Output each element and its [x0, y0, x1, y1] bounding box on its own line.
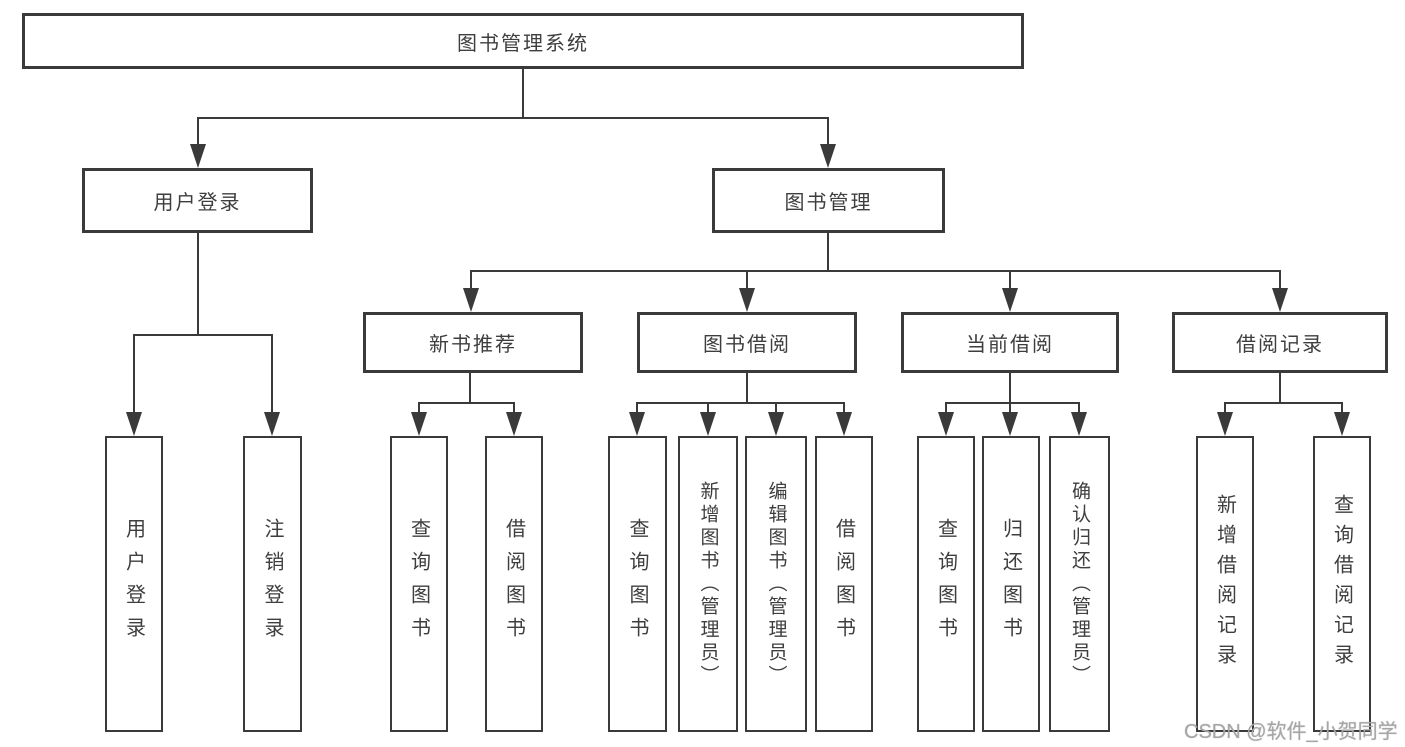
- connector-line: [197, 117, 829, 119]
- leaf-records-query-borrow-record: 查询借阅记录: [1313, 436, 1371, 732]
- connector-line: [636, 402, 844, 404]
- node-library-management-system: 图书管理系统: [22, 13, 1024, 69]
- leaf-borrowing-query-books: 查询图书: [608, 436, 667, 732]
- leaf-borrowing-borrow-books: 借阅图书: [815, 436, 873, 732]
- arrowhead-down-icon: [700, 412, 716, 436]
- node-new-book-recommend: 新书推荐: [363, 312, 583, 373]
- arrowhead-down-icon: [1217, 412, 1233, 436]
- node-library-management-system-label: 图书管理系统: [457, 32, 589, 55]
- connector-line: [470, 270, 1281, 272]
- leaf-newbook-borrow-books: 借阅图书: [485, 436, 543, 732]
- connector-line: [1009, 373, 1011, 404]
- leaf-borrowing-edit-book-admin: 编辑图书（管理员）: [745, 436, 807, 732]
- connector-line: [197, 117, 199, 146]
- arrowhead-down-icon: [1002, 288, 1018, 312]
- connector-line: [470, 270, 472, 290]
- arrowhead-down-icon: [820, 144, 836, 168]
- arrowhead-down-icon: [463, 288, 479, 312]
- connector-line: [271, 334, 273, 414]
- leaf-borrowing-query-books-label: 查询图书: [626, 518, 648, 650]
- leaf-current-confirm-return-admin-label: 确认归还（管理员）: [1069, 480, 1090, 688]
- connector-line: [418, 402, 515, 404]
- node-user-login-label: 用户登录: [153, 192, 242, 214]
- connector-line: [197, 233, 199, 336]
- arrowhead-down-icon: [190, 144, 206, 168]
- leaf-newbook-borrow-books-label: 借阅图书: [502, 518, 525, 650]
- connector-line: [522, 69, 524, 117]
- arrowhead-down-icon: [411, 412, 427, 436]
- arrowhead-down-icon: [739, 288, 755, 312]
- leaf-borrowing-borrow-books-label: 借阅图书: [832, 518, 855, 650]
- leaf-current-query-books-label: 查询图书: [934, 518, 957, 650]
- node-current-borrowing-label: 当前借阅: [966, 334, 1054, 356]
- node-borrowing-records-label: 借阅记录: [1236, 334, 1324, 356]
- leaf-newbook-query-books-label: 查询图书: [407, 518, 430, 650]
- connector-line: [945, 402, 1080, 404]
- connector-line: [746, 270, 748, 290]
- leaf-current-query-books: 查询图书: [917, 436, 975, 732]
- arrowhead-down-icon: [836, 412, 852, 436]
- node-borrowing-records: 借阅记录: [1172, 312, 1388, 373]
- leaf-logout: 注销登录: [243, 436, 302, 732]
- leaf-newbook-query-books: 查询图书: [390, 436, 448, 732]
- watermark: CSDN @软件_小贺同学: [1184, 721, 1398, 743]
- node-new-book-recommend-label: 新书推荐: [429, 334, 517, 356]
- connector-line: [1078, 402, 1080, 414]
- leaf-borrowing-add-book-admin-label: 新增图书（管理员）: [697, 480, 719, 688]
- leaf-borrowing-edit-book-admin-label: 编辑图书（管理员）: [765, 480, 787, 688]
- connector-line: [1341, 402, 1343, 414]
- connector-line: [1224, 402, 1343, 404]
- leaf-user-login: 用户登录: [105, 436, 163, 732]
- node-book-management: 图书管理: [712, 168, 945, 233]
- arrowhead-down-icon: [126, 412, 142, 436]
- arrowhead-down-icon: [768, 412, 784, 436]
- node-user-login: 用户登录: [82, 168, 313, 233]
- connector-line: [1279, 270, 1281, 290]
- connector-line: [133, 334, 273, 336]
- connector-line: [133, 334, 135, 414]
- leaf-current-return-books-label: 归还图书: [999, 518, 1022, 650]
- connector-line: [1224, 402, 1226, 414]
- arrowhead-down-icon: [506, 412, 522, 436]
- node-book-borrowing: 图书借阅: [637, 312, 857, 373]
- connector-line: [1279, 373, 1281, 404]
- connector-line: [513, 402, 515, 414]
- connector-line: [775, 402, 777, 414]
- connector-line: [469, 373, 471, 404]
- node-current-borrowing: 当前借阅: [901, 312, 1119, 373]
- connector-line: [746, 373, 748, 404]
- arrowhead-down-icon: [1071, 412, 1087, 436]
- arrowhead-down-icon: [264, 412, 280, 436]
- arrowhead-down-icon: [629, 412, 645, 436]
- connector-line: [707, 402, 709, 414]
- node-book-borrowing-label: 图书借阅: [703, 334, 791, 356]
- arrowhead-down-icon: [1272, 288, 1288, 312]
- leaf-borrowing-add-book-admin: 新增图书（管理员）: [678, 436, 738, 732]
- connector-line: [636, 402, 638, 414]
- arrowhead-down-icon: [938, 412, 954, 436]
- connector-line: [945, 402, 947, 414]
- arrowhead-down-icon: [1334, 412, 1350, 436]
- node-book-management-label: 图书管理: [784, 192, 873, 214]
- leaf-current-confirm-return-admin: 确认归还（管理员）: [1049, 436, 1110, 732]
- leaf-current-return-books: 归还图书: [982, 436, 1040, 732]
- connector-line: [827, 233, 829, 272]
- connector-line: [1009, 270, 1011, 290]
- connector-line: [843, 402, 845, 414]
- leaf-records-add-borrow-record: 新增借阅记录: [1196, 436, 1254, 732]
- connector-line: [418, 402, 420, 414]
- leaf-user-login-label: 用户登录: [122, 518, 145, 650]
- leaf-records-query-borrow-record-label: 查询借阅记录: [1330, 494, 1353, 674]
- arrowhead-down-icon: [1002, 412, 1018, 436]
- leaf-logout-label: 注销登录: [261, 518, 283, 650]
- leaf-records-add-borrow-record-label: 新增借阅记录: [1213, 494, 1236, 674]
- connector-line: [827, 117, 829, 146]
- connector-line: [1009, 402, 1011, 414]
